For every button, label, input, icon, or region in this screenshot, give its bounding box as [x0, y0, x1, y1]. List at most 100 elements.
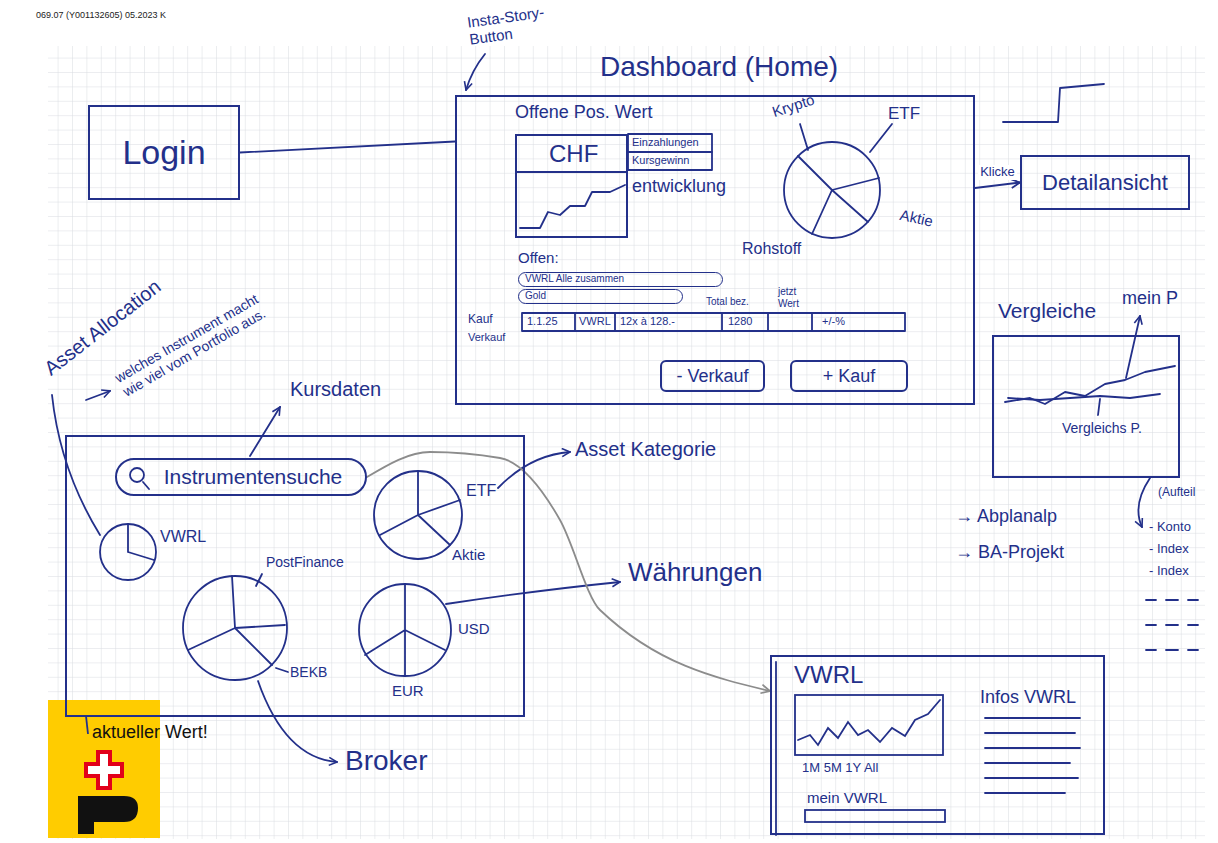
- comparison-chart: Vergleiche: [992, 335, 1180, 478]
- connector: [367, 452, 770, 691]
- grid-paper: [48, 46, 1205, 839]
- value-legend-box: [628, 134, 712, 170]
- sell-button: - Verkauf: [660, 360, 765, 392]
- list-dashes: [1146, 600, 1198, 650]
- position-table: [522, 313, 905, 331]
- annotation-text: Währungen: [628, 558, 762, 588]
- annotation-text: - Index: [1149, 542, 1189, 557]
- annotation-text: Insta-Story-Button: [466, 0, 570, 48]
- value-legend-divider: [628, 151, 712, 153]
- annotation-text: Vergleichs P.: [1062, 420, 1142, 436]
- value-box: CHF: [515, 134, 628, 238]
- annotation-text: 12x à 128.-: [620, 315, 675, 328]
- annotation-text: Aktie: [452, 546, 485, 563]
- annotation-text: Kursdaten: [290, 378, 381, 401]
- detail-chart-frame: [795, 695, 943, 755]
- box-text: + Kauf: [823, 366, 876, 387]
- annotation-text: 069.07 (Y001132605) 05.2023 K: [36, 10, 166, 20]
- search-icon-lens: [130, 468, 144, 482]
- connector-group: [240, 142, 1020, 692]
- compare-series-mine: [1005, 366, 1175, 404]
- post-logo-ground: [48, 700, 160, 838]
- annotation-text: 1.1.25: [527, 315, 558, 328]
- asset-class-pie-spokes: [380, 471, 460, 545]
- login-box: Login: [88, 105, 240, 200]
- allocation-note-arrow: [86, 391, 110, 400]
- info-lines: [985, 718, 1080, 793]
- box-text: - Verkauf: [676, 366, 748, 387]
- box-text: Vergleiche: [998, 299, 1096, 323]
- category-pie-spokes: [798, 156, 879, 234]
- chf-divider: [517, 171, 626, 173]
- box-text: Login: [122, 133, 205, 172]
- kursdaten-arrow: [250, 407, 280, 456]
- box-text: VWRL: [794, 661, 863, 689]
- search-field: Instrumentensuche: [115, 458, 367, 496]
- mine-arrow: [1126, 316, 1140, 378]
- annotation-text: ETF: [466, 482, 496, 500]
- annotation-text: 1280: [728, 315, 752, 328]
- annotation-text: Total bez.: [706, 296, 749, 308]
- annotation-text: Offen:: [518, 249, 559, 266]
- annotation-text: Rohstoff: [742, 240, 801, 258]
- broker-leaders: [256, 574, 288, 672]
- instrument-pie: [100, 524, 156, 580]
- annotation-text: VWRL: [160, 528, 206, 546]
- annotation-text: jetzt Wert: [778, 286, 810, 309]
- annotation-text: Kursgewinn: [632, 154, 689, 167]
- annotation-text: Verkauf: [468, 331, 505, 344]
- annotation-text: mein P: [1122, 288, 1178, 309]
- detail-box: Detailansicht: [1020, 155, 1190, 210]
- annotation-text: EUR: [392, 682, 424, 699]
- compare-series-benchmark: [1008, 394, 1160, 400]
- search-icon: [143, 482, 149, 489]
- pie-leader-lines: [800, 124, 892, 152]
- annotation-text: VWRL: [579, 315, 611, 328]
- detail-chart-line: [798, 700, 940, 745]
- asset-class-pie: [374, 471, 462, 559]
- annotation-text: → Abplanalp: [955, 506, 1057, 527]
- annotation-text: Broker: [345, 745, 427, 777]
- box-text: Gold: [525, 290, 546, 302]
- annotation-text: ETF: [888, 104, 920, 124]
- box-text: Infos VWRL: [980, 687, 1076, 708]
- annotation-text: aktueller Wert!: [92, 722, 208, 743]
- category-pie: [784, 142, 880, 238]
- broker-pie: [183, 576, 287, 680]
- annotation-text: Offene Pos. Wert: [515, 102, 652, 123]
- currency-pie-spokes: [365, 584, 445, 676]
- box-text: CHF: [549, 140, 598, 168]
- annotation-text: → BA-Projekt: [955, 542, 1064, 563]
- corner-squiggle: [1003, 84, 1104, 122]
- position-bar: VWRL Alle zusammen: [518, 272, 723, 287]
- insta-arrow: [466, 54, 485, 90]
- annotation-text: - Index: [1149, 564, 1189, 579]
- edge-label: Klicke: [978, 165, 1017, 180]
- detail-double-border: [775, 662, 777, 835]
- annotation-text: BEKB: [290, 664, 327, 680]
- benchmark-arrow: [1098, 399, 1100, 415]
- annotation-text: - Konto: [1149, 520, 1191, 535]
- box-text: 1M 5M 1Y All: [802, 761, 878, 776]
- instrument-pie-spokes: [128, 524, 154, 560]
- my-holding-bar: [805, 810, 945, 822]
- post-logo-cross: [86, 752, 122, 788]
- value-hook: [86, 716, 88, 734]
- annotation-text: Asset Kategorie: [575, 438, 716, 461]
- box-text: VWRL Alle zusammen: [525, 273, 624, 285]
- annotation-text: Einzahlungen: [632, 136, 699, 149]
- buy-button: + Kauf: [790, 360, 908, 392]
- value-chart-line: [520, 185, 625, 228]
- annotation-text: PostFinance: [266, 554, 344, 570]
- box-text: Detailansicht: [1042, 170, 1168, 195]
- annotation-text: entwicklung: [632, 176, 726, 197]
- box-text: Instrumentensuche: [164, 465, 343, 489]
- position-bar: Gold: [518, 289, 683, 304]
- post-logo-p: [78, 796, 138, 834]
- broker-arrow: [258, 681, 337, 762]
- split-arrow: [1138, 478, 1150, 527]
- broker-pie-spokes: [188, 576, 285, 665]
- annotation-text: USD: [458, 620, 490, 637]
- connector: [975, 183, 1020, 189]
